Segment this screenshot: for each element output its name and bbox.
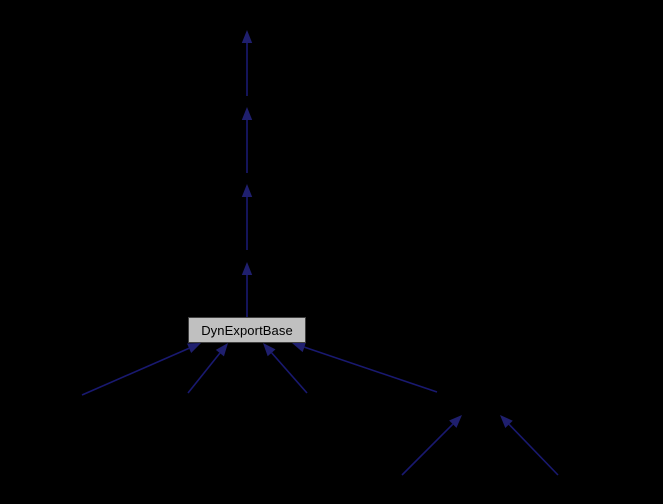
- secondary-edge-0: [401, 423, 454, 476]
- descendant-arrowhead-2: [263, 343, 276, 357]
- ancestor-arrowhead-1: [241, 107, 253, 120]
- descendant-edge-1: [187, 352, 221, 394]
- node-label: DynExportBase: [201, 322, 293, 338]
- secondary-edge-1: [508, 423, 559, 476]
- descendant-edge-2: [270, 352, 308, 394]
- ancestor-arrowhead-3: [241, 262, 253, 275]
- descendant-arrowhead-3: [292, 342, 306, 353]
- descendant-arrowhead-0: [187, 343, 201, 353]
- node-dyn-export-base[interactable]: DynExportBase: [188, 317, 306, 343]
- ancestor-arrowhead-2: [241, 184, 253, 197]
- descendant-edge-0: [81, 347, 190, 396]
- descendant-arrowhead-1: [215, 343, 228, 357]
- secondary-arrowhead-1: [500, 415, 513, 428]
- ancestor-arrowhead-0: [241, 30, 253, 43]
- secondary-arrowhead-0: [449, 415, 462, 428]
- descendant-edge-3: [304, 346, 438, 393]
